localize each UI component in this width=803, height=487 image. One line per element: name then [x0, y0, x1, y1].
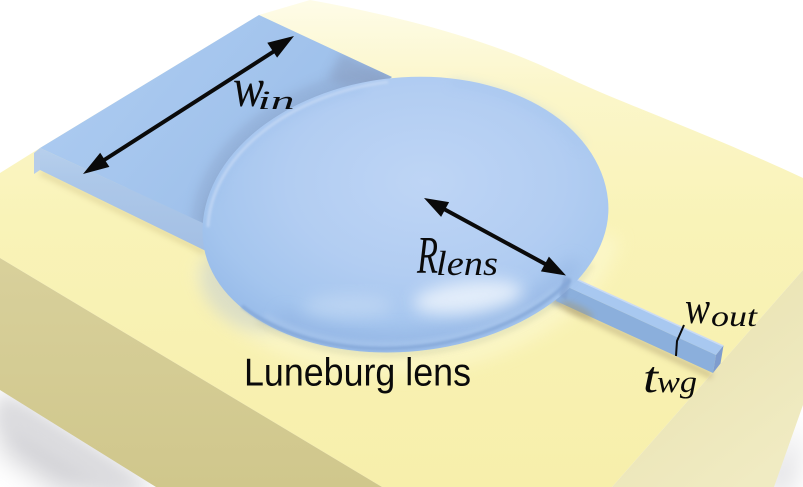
- svg-text:R: R: [416, 227, 438, 285]
- svg-text:w: w: [233, 57, 264, 118]
- svg-text:wg: wg: [657, 365, 697, 399]
- svg-text:out: out: [711, 300, 758, 333]
- svg-text:lens: lens: [436, 244, 498, 283]
- svg-text:in: in: [258, 86, 295, 115]
- svg-text:t: t: [643, 353, 660, 402]
- svg-text:Luneburg lens: Luneburg lens: [244, 352, 471, 395]
- svg-text:w: w: [685, 283, 710, 333]
